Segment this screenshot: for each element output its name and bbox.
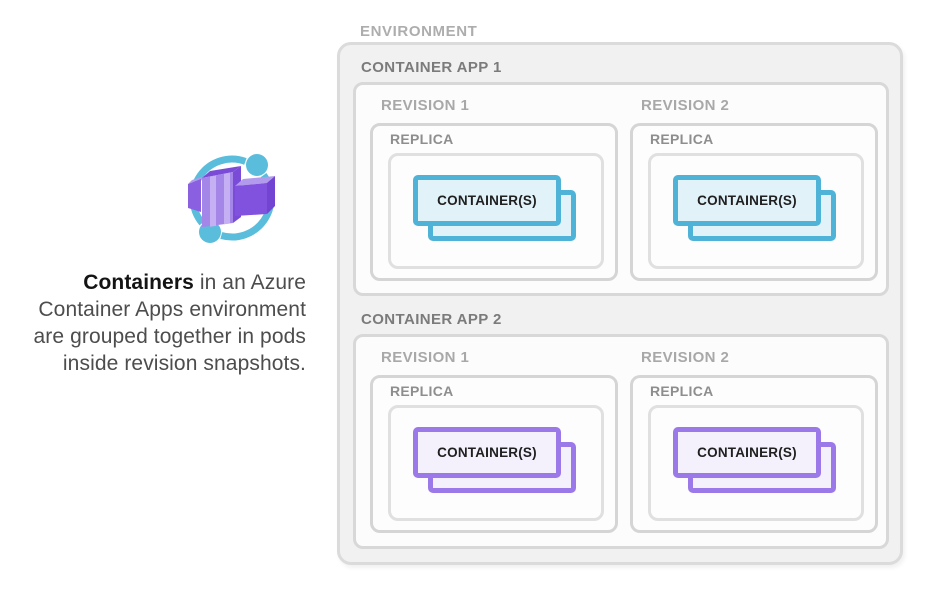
caption-rest: in an Azure [193,271,306,294]
container-label: CONTAINER(S) [697,445,797,460]
container-app-2-box: REVISION 1 REPLICA CONTAINER(S) REVISION… [353,334,889,549]
caption-text: Containers in an Azure Container Apps en… [0,269,306,377]
caption-line: inside revision snapshots. [62,352,306,375]
container-app-1-label: CONTAINER APP 1 [361,59,502,76]
revision-1-box: REPLICA CONTAINER(S) [370,375,618,533]
environment-box: CONTAINER APP 1 REVISION 1 REPLICA CONTA… [337,42,903,565]
revision-1-label: REVISION 1 [381,349,470,366]
replica-label: REPLICA [650,383,714,399]
caption-line: Containers in an Azure [0,269,306,296]
right-box-front [235,183,267,216]
caption-line: are grouped together in pods [33,325,306,348]
replica-box: CONTAINER(S) [388,405,604,521]
replica-box: CONTAINER(S) [388,153,604,269]
revision-2-box: REPLICA CONTAINER(S) [630,375,878,533]
revision-2-box: REPLICA CONTAINER(S) [630,123,878,281]
ring-dot-icon [246,154,268,176]
revision-2-label: REVISION 2 [641,349,730,366]
main-cube-stripe [224,172,230,225]
container-front: CONTAINER(S) [673,175,821,226]
revision-1-label: REVISION 1 [381,97,470,114]
replica-label: REPLICA [390,131,454,147]
caption-bold: Containers [83,271,194,294]
replica-label: REPLICA [650,131,714,147]
container-label: CONTAINER(S) [697,193,797,208]
azure-container-apps-icon-svg [188,154,275,243]
replica-box: CONTAINER(S) [648,153,864,269]
container-app-2-label: CONTAINER APP 2 [361,311,502,328]
left-box-top [188,176,205,184]
left-box-front [188,179,201,212]
azure-container-apps-icon [184,146,284,246]
right-box-side [267,176,275,214]
main-cube-stripe [210,175,216,227]
container-front: CONTAINER(S) [413,175,561,226]
environment-label: ENVIRONMENT [360,23,478,40]
main-cube-top [202,166,241,178]
revision-2-label: REVISION 2 [641,97,730,114]
container-label: CONTAINER(S) [437,445,537,460]
container-front: CONTAINER(S) [413,427,561,478]
container-app-1-box: REVISION 1 REPLICA CONTAINER(S) REVISION… [353,82,889,296]
right-box-top [235,176,275,186]
container-label: CONTAINER(S) [437,193,537,208]
replica-box: CONTAINER(S) [648,405,864,521]
caption-line: Container Apps environment [38,298,306,321]
ring-arc [189,155,247,226]
revision-1-box: REPLICA CONTAINER(S) [370,123,618,281]
replica-label: REPLICA [390,383,454,399]
container-front: CONTAINER(S) [673,427,821,478]
